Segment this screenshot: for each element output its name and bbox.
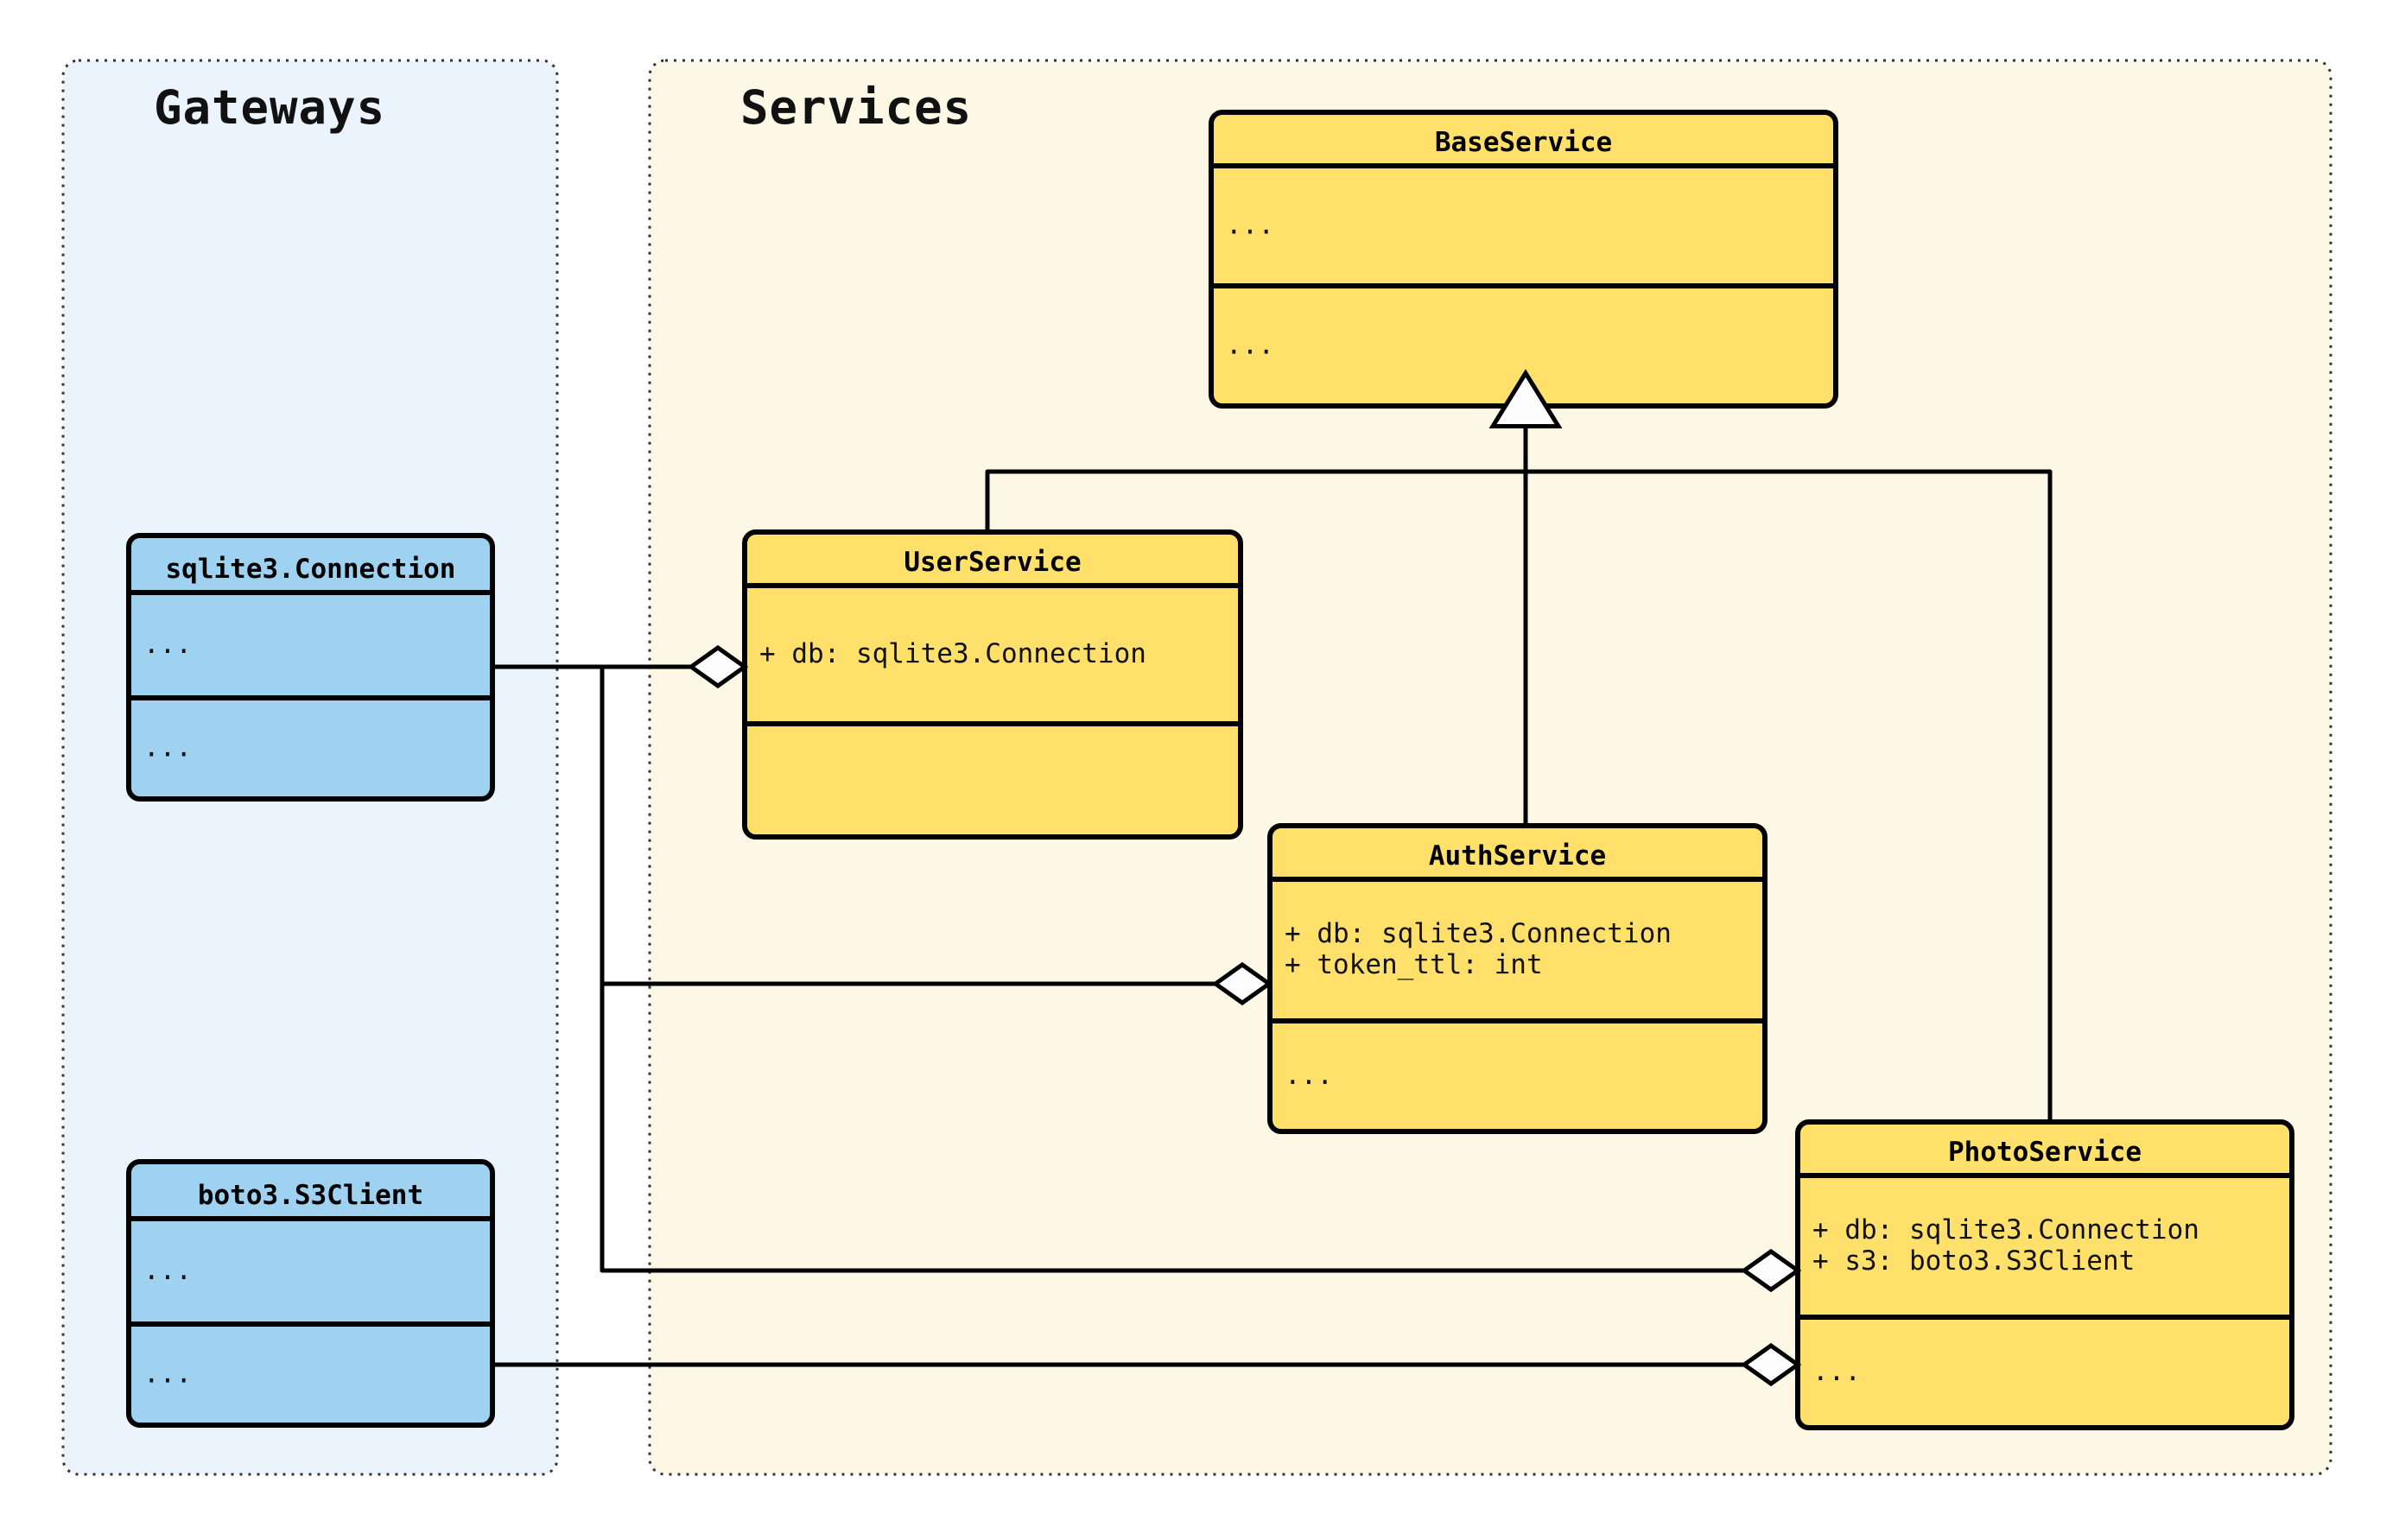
- class-member-photoservice-1-0: ...: [1812, 1356, 1861, 1387]
- package-title-gateways: Gateways: [154, 80, 385, 135]
- baseservice-inheritance-triangle: [1488, 369, 1563, 429]
- class-name-sqlite3-connection: sqlite3.Connection: [166, 554, 456, 585]
- class-box-sqlite3-connection[interactable]: [126, 533, 495, 802]
- class-member-photoservice-0-1: + s3: boto3.S3Client: [1812, 1245, 2135, 1277]
- class-member-boto3-s3client-1-0: ...: [143, 1359, 192, 1390]
- class-member-authservice-1-0: ...: [1285, 1060, 1333, 1091]
- class-member-baseservice-1-0: ...: [1226, 330, 1274, 361]
- class-box-userservice[interactable]: [742, 529, 1243, 840]
- relations-layer: [492, 419, 2053, 1367]
- class-name-baseservice: BaseService: [1435, 127, 1612, 158]
- class-member-photoservice-0-0: + db: sqlite3.Connection: [1812, 1214, 2199, 1245]
- authservice-db-diamond: [1211, 961, 1273, 1006]
- class-name-boto3-s3client: boto3.S3Client: [198, 1180, 423, 1211]
- class-box-photoservice[interactable]: [1795, 1119, 2294, 1430]
- class-node-authservice[interactable]: AuthService + db: sqlite3.Connection+ tok…: [1267, 823, 1768, 1134]
- class-member-boto3-s3client-0-0: ...: [143, 1255, 192, 1286]
- relation-photoservice-extends-baseservice: [1523, 419, 2053, 1122]
- class-node-sqlite3-connection[interactable]: sqlite3.Connection......: [126, 533, 495, 802]
- photoservice-s3-diamond: [1740, 1342, 1802, 1387]
- class-member-sqlite3-connection-0-0: ...: [143, 629, 192, 660]
- class-member-authservice-0-0: + db: sqlite3.Connection: [1285, 918, 1672, 949]
- class-node-baseservice[interactable]: BaseService......: [1209, 110, 1838, 409]
- class-box-boto3-s3client[interactable]: [126, 1159, 495, 1428]
- class-node-photoservice[interactable]: PhotoService + db: sqlite3.Connection+ s3…: [1795, 1119, 2294, 1430]
- class-box-authservice[interactable]: [1267, 823, 1768, 1134]
- userservice-db-diamond: [687, 644, 749, 689]
- class-name-authservice: AuthService: [1429, 840, 1606, 871]
- class-node-userservice[interactable]: UserService + db: sqlite3.Connection: [742, 529, 1243, 840]
- photoservice-db-diamond: [1740, 1248, 1802, 1293]
- class-node-boto3-s3client[interactable]: boto3.S3Client......: [126, 1159, 495, 1428]
- class-member-authservice-0-1: + token_ttl: int: [1285, 949, 1543, 980]
- package-title-services: Services: [740, 80, 972, 135]
- class-member-sqlite3-connection-1-0: ...: [143, 732, 192, 764]
- class-name-userservice: UserService: [904, 547, 1081, 578]
- relation-markers-layer: [687, 369, 1802, 1387]
- relation-photoservice-aggregates-sqlite3: [492, 664, 1744, 1273]
- class-member-baseservice-0-0: ...: [1226, 210, 1274, 241]
- class-name-photoservice: PhotoService: [1948, 1137, 2142, 1168]
- class-member-userservice-0-0: + db: sqlite3.Connection: [759, 638, 1146, 669]
- classes-layer: sqlite3.Connection......boto3.S3Client..…: [126, 110, 2294, 1430]
